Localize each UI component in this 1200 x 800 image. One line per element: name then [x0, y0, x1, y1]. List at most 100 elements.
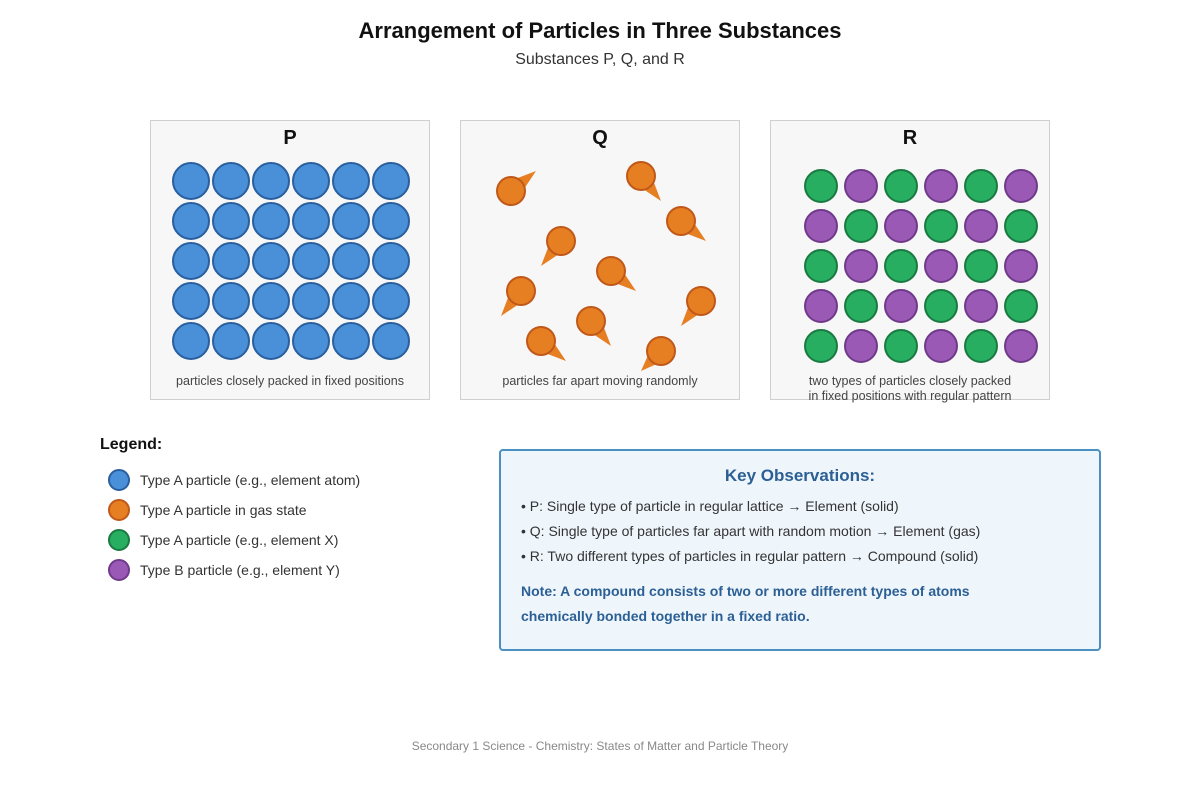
particle-p — [252, 162, 290, 200]
particle-element-y — [844, 169, 878, 203]
particle-element-x — [924, 209, 958, 243]
panel-r-caption-line-1: two types of particles closely packed — [808, 374, 1012, 388]
panel-q-caption: particles far apart moving randomly — [502, 374, 698, 388]
particle-p — [372, 202, 410, 240]
particle-p — [292, 202, 330, 240]
footer-text: Secondary 1 Science - Chemistry: States … — [411, 739, 789, 753]
particle-p — [332, 162, 370, 200]
legend-item-element-x: Type A particle (e.g., element X) — [108, 528, 338, 552]
legend-label: Type A particle (e.g., element X) — [140, 532, 339, 548]
particle-element-y — [1004, 249, 1038, 283]
legend-title: Legend: — [100, 436, 163, 453]
particle-p — [332, 322, 370, 360]
particle-p — [292, 322, 330, 360]
key-observations-title: Key Observations: — [724, 466, 876, 485]
particle-element-x — [804, 329, 838, 363]
particle-element-x — [924, 289, 958, 323]
legend-item-type-a: Type A particle (e.g., element atom) — [108, 468, 360, 492]
particle-p — [172, 162, 210, 200]
particle-q — [546, 226, 576, 256]
panel-p-label: P — [283, 127, 297, 149]
particle-q — [626, 161, 656, 191]
legend-item-gas: Type A particle in gas state — [108, 498, 307, 522]
particle-element-y — [804, 289, 838, 323]
legend-label: Type A particle in gas state — [140, 502, 307, 518]
diagram-title: Arrangement of Particles in Three Substa… — [358, 18, 842, 43]
particles-r — [804, 169, 1038, 363]
panel-r-label: R — [902, 127, 918, 149]
observation-p: • P: Single type of particle in regular … — [521, 498, 899, 514]
motion-tail — [641, 353, 659, 371]
particle-element-x — [964, 249, 998, 283]
particle-p — [372, 162, 410, 200]
particle-element-x — [844, 289, 878, 323]
particle-element-x — [804, 169, 838, 203]
particle-element-x — [884, 249, 918, 283]
legend-label: Type B particle (e.g., element Y) — [140, 562, 340, 578]
diagram-subtitle: Substances P, Q, and R — [515, 51, 685, 68]
particle-element-y — [1004, 169, 1038, 203]
particle-p — [212, 242, 250, 280]
compound-note: Note: A compound consists of two or more… — [521, 579, 1081, 629]
particle-p — [172, 202, 210, 240]
particle-p — [292, 282, 330, 320]
particle-element-x — [1004, 289, 1038, 323]
particle-p — [252, 282, 290, 320]
particle-q — [666, 206, 696, 236]
particle-p — [332, 282, 370, 320]
particle-element-y — [964, 289, 998, 323]
particle-element-x — [1004, 209, 1038, 243]
particle-element-y — [924, 249, 958, 283]
green-circle-icon — [108, 529, 130, 551]
legend-item-element-y: Type B particle (e.g., element Y) — [108, 558, 340, 582]
particle-element-y — [924, 169, 958, 203]
particle-p — [172, 242, 210, 280]
particle-element-x — [964, 169, 998, 203]
particle-p — [212, 162, 250, 200]
particles-q — [496, 161, 716, 371]
particle-p — [172, 282, 210, 320]
purple-circle-icon — [108, 559, 130, 581]
particle-q — [526, 326, 556, 356]
compound-note-line-1: Note: A compound consists of two or more… — [521, 583, 970, 599]
compound-note-line-2: chemically bonded together in a fixed ra… — [521, 608, 810, 624]
particle-p — [332, 202, 370, 240]
particle-element-x — [884, 329, 918, 363]
legend-label: Type A particle (e.g., element atom) — [140, 472, 361, 488]
particle-q — [496, 176, 526, 206]
particle-p — [372, 242, 410, 280]
particle-p — [252, 202, 290, 240]
panel-p: P particles closely packed in fixed posi… — [150, 120, 430, 400]
particle-q — [576, 306, 606, 336]
particle-element-y — [884, 289, 918, 323]
particle-element-y — [804, 209, 838, 243]
particle-p — [212, 202, 250, 240]
key-observations-box: Key Observations: • P: Single type of pa… — [499, 449, 1101, 651]
particle-element-x — [844, 209, 878, 243]
panel-p-caption: particles closely packed in fixed positi… — [176, 374, 404, 388]
panel-r: R two types of particles closely packed … — [770, 120, 1050, 403]
particle-element-y — [924, 329, 958, 363]
panel-q: Q particles far apart moving randomly — [460, 120, 740, 400]
particle-p — [212, 322, 250, 360]
particle-element-y — [844, 249, 878, 283]
particle-p — [252, 242, 290, 280]
particle-p — [372, 322, 410, 360]
particle-p — [252, 322, 290, 360]
particle-p — [292, 162, 330, 200]
particle-element-x — [884, 169, 918, 203]
observation-q: • Q: Single type of particles far apart … — [521, 523, 981, 539]
observation-r: • R: Two different types of particles in… — [521, 548, 979, 564]
particle-q — [506, 276, 536, 306]
particle-p — [212, 282, 250, 320]
panel-r-caption: two types of particles closely packed in… — [771, 374, 1049, 404]
particle-p — [292, 242, 330, 280]
panel-r-caption-line-2: in fixed positions with regular pattern — [808, 389, 1012, 403]
orange-circle-icon — [108, 499, 130, 521]
particle-q — [646, 336, 676, 366]
blue-circle-icon — [108, 469, 130, 491]
particle-element-x — [804, 249, 838, 283]
particle-p — [172, 322, 210, 360]
particles-p — [172, 162, 410, 360]
particle-q — [686, 286, 716, 316]
